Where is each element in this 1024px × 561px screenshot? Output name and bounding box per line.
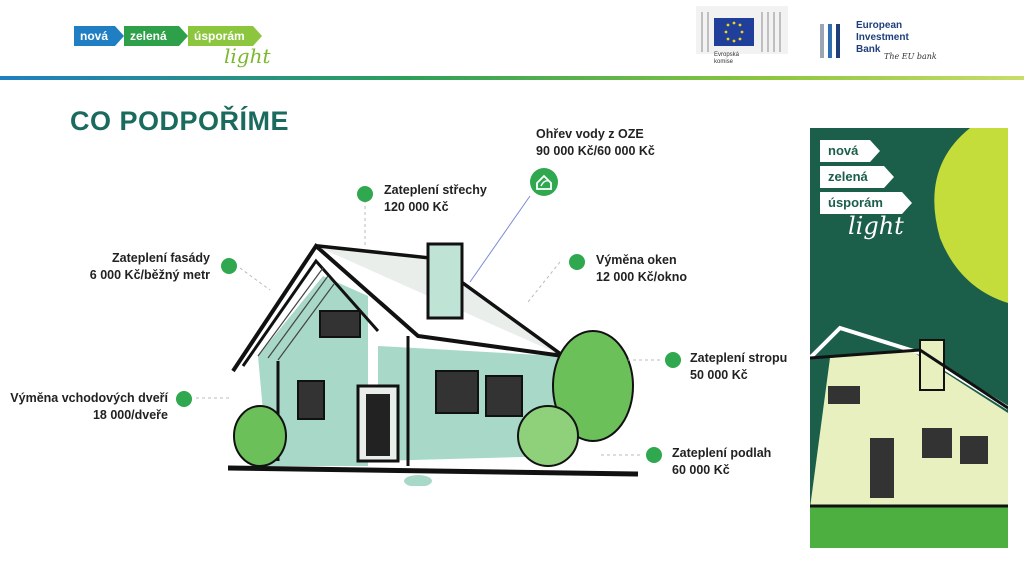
item-value: 90 000 Kč/60 000 Kč [536, 144, 655, 158]
item-window-replacement: Výměna oken 12 000 Kč/okno [596, 252, 687, 286]
item-value: 60 000 Kč [672, 463, 730, 477]
item-floor-insulation: Zateplení podlah 60 000 Kč [672, 445, 771, 479]
item-name: Ohřev vody z OZE [536, 127, 644, 141]
eu-label: Evropská komise [714, 52, 740, 65]
header-bar: nová zelená úsporám light Evropská komis… [0, 0, 1024, 78]
page-title: CO PODPOŘÍME [70, 106, 290, 136]
banner-arrow-nova: nová [820, 140, 880, 162]
item-name: Zateplení střechy [384, 183, 487, 197]
eib-tagline: The EU bank [884, 52, 937, 61]
item-value: 6 000 Kč/běžný metr [89, 268, 210, 282]
house-illustration [227, 236, 648, 487]
header-divider [0, 76, 1024, 80]
item-value: 18 000/dveře [92, 408, 168, 422]
item-name: Zateplení stropu [690, 351, 788, 365]
item-facade-insulation: Zateplení fasády 6 000 Kč/běžný metr [60, 250, 210, 284]
logo-arrow-nova: nová [74, 26, 124, 46]
item-name: Zateplení fasády [112, 251, 210, 265]
eu-flag-icon [696, 6, 788, 66]
item-name: Výměna vchodových dveří [10, 391, 168, 405]
logo-arrow-usporam: úsporám [188, 26, 262, 46]
house-leaf-icon [530, 168, 558, 196]
logo-arrow-zelena: zelená [124, 26, 188, 46]
item-oze-water-heating: Ohřev vody z OZE 90 000 Kč/60 000 Kč [536, 126, 655, 160]
eib-name-line1: European [856, 20, 903, 31]
item-door-replacement: Výměna vchodových dveří 18 000/dveře [6, 390, 168, 424]
banner-light-text: light [848, 212, 904, 240]
item-value: 12 000 Kč/okno [596, 270, 688, 284]
item-dot [357, 186, 373, 202]
item-name: Zateplení podlah [672, 446, 772, 460]
side-banner: nová zelená úsporám light [810, 128, 1008, 548]
eib-name-line2: Investment [856, 32, 909, 43]
item-value: 50 000 Kč [690, 368, 748, 382]
eib-name: European Investment Bank [856, 20, 909, 56]
item-dot [646, 447, 662, 463]
item-ceiling-insulation: Zateplení stropu 50 000 Kč [690, 350, 787, 384]
item-dot [569, 254, 585, 270]
banner-arrow-usporam: úsporám [820, 192, 912, 214]
item-name: Výměna oken [596, 253, 677, 267]
item-dot [176, 391, 192, 407]
banner-arrow-zelena: zelená [820, 166, 894, 188]
eib-logo-icon [818, 22, 848, 62]
item-roof-insulation: Zateplení střechy 120 000 Kč [384, 182, 487, 216]
item-dot [665, 352, 681, 368]
eib-name-line3: Bank [856, 44, 881, 55]
logo-light-text: light [224, 44, 271, 68]
item-dot [221, 258, 237, 274]
item-value: 120 000 Kč [384, 200, 449, 214]
